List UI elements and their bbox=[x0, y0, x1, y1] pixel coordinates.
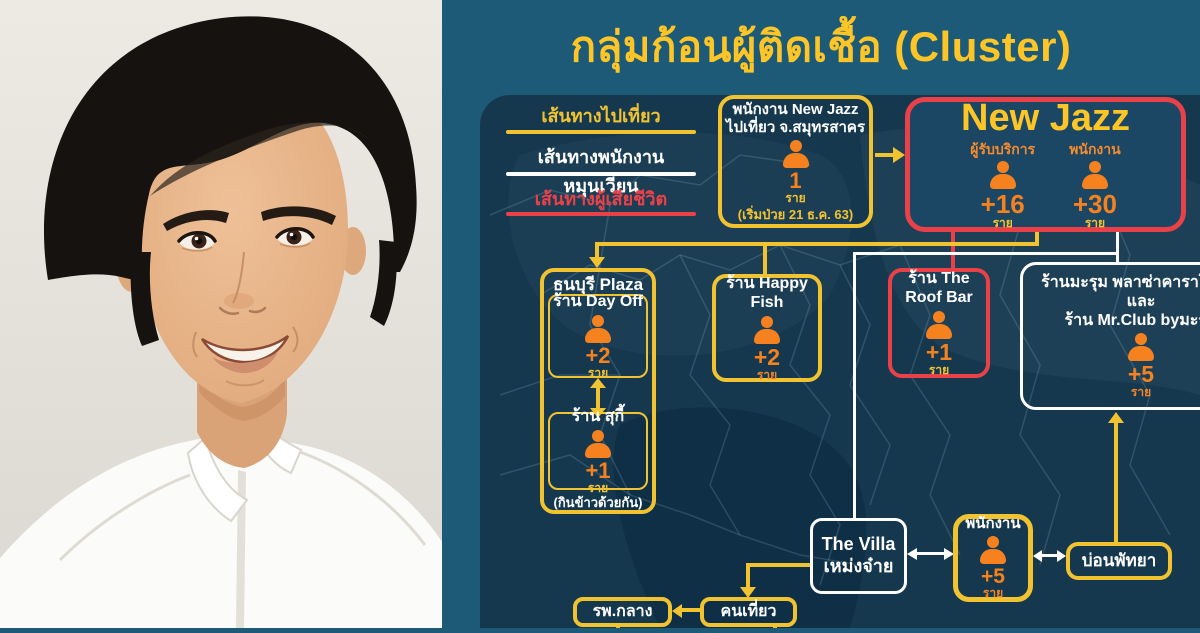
arrowhead-right-icon bbox=[944, 548, 954, 560]
legend-staff-rotation-route-bar bbox=[506, 172, 696, 176]
employees-count: +5 bbox=[981, 565, 1005, 589]
connector-villa-to-partygoer-v bbox=[746, 563, 750, 589]
the-villa-line2: เหม่งจ๋าย bbox=[823, 556, 894, 576]
person-icon bbox=[585, 314, 611, 343]
connector-employees-pattaya bbox=[1041, 554, 1059, 557]
new-jazz-staff-group: พนักงาน +30 ราย bbox=[1069, 141, 1121, 230]
connector-yellow-to-thonburi bbox=[595, 244, 599, 258]
marum-count: +5 bbox=[1127, 361, 1155, 388]
new-jazz-staff-count: +30 bbox=[1072, 188, 1117, 219]
happy-fish-unit: ราย bbox=[756, 367, 778, 382]
person-icon bbox=[754, 315, 780, 344]
day-off-unit: ราย bbox=[587, 365, 609, 380]
connector-white-to-villa bbox=[853, 252, 856, 518]
person-icon bbox=[1128, 333, 1154, 362]
connector-yellow-to-happyfish bbox=[763, 244, 767, 274]
person-icon bbox=[980, 536, 1006, 565]
person-icon bbox=[926, 310, 952, 339]
connector-newjazz-yellow-drop bbox=[1035, 230, 1039, 246]
node-new-jazz: New Jazz ผู้รับบริการ +16 ราย พนักงาน +3… bbox=[905, 97, 1186, 232]
connector-newjazz-to-marum-white bbox=[1116, 230, 1119, 262]
connector-newjazz-to-roofbar-red bbox=[951, 230, 955, 268]
marum-line1: ร้านมะรุม พลาซ่าคาราโอเกะ bbox=[1041, 273, 1200, 291]
node-index-case: พนักงาน New Jazz ไปเที่ยว จ.สมุทรสาคร 1 … bbox=[718, 95, 873, 228]
arrowhead-up-icon bbox=[590, 378, 606, 388]
new-jazz-groups: ผู้รับบริการ +16 ราย พนักงาน +30 ราย bbox=[970, 141, 1120, 230]
node-hospital: รพ.กลาง bbox=[573, 597, 672, 627]
new-jazz-customers-label: ผู้รับบริการ bbox=[970, 140, 1036, 157]
pattaya-den-name: บ่อนพัทยา bbox=[1081, 550, 1157, 570]
person-icon bbox=[782, 139, 809, 168]
connector-white-horizontal bbox=[853, 252, 1119, 255]
arrowhead-left-icon bbox=[672, 604, 682, 618]
index-case-line2: ไปเที่ยว จ.สมุทรสาคร bbox=[725, 118, 866, 136]
connector-yellow-horizontal bbox=[595, 242, 1039, 246]
suki-name: ร้าน สุกี้ bbox=[571, 408, 625, 426]
partygoer-name: คนเที่ยว bbox=[720, 603, 777, 621]
legend-staff-rotation-route: เส้นทางพนักงานหมุนเวียน bbox=[537, 147, 665, 196]
person-icon bbox=[989, 160, 1016, 189]
index-case-count: 1 bbox=[789, 167, 802, 193]
arrowhead-right-icon bbox=[1057, 550, 1066, 562]
marum-unit: ราย bbox=[1130, 385, 1152, 400]
legend-death-route-bar bbox=[506, 212, 696, 216]
node-pattaya-den: บ่อนพัทยา bbox=[1066, 542, 1172, 580]
marum-line2: และ bbox=[1126, 292, 1156, 310]
new-jazz-customers-count: +16 bbox=[980, 188, 1025, 219]
roof-bar-unit: ราย bbox=[928, 362, 950, 377]
employees-unit: ราย bbox=[982, 586, 1004, 601]
person-icon bbox=[585, 429, 611, 458]
marum-line3: ร้าน Mr.Club byมะรุม bbox=[1064, 312, 1200, 329]
day-off-name: ร้าน Day Off bbox=[553, 293, 643, 311]
portrait-illustration bbox=[0, 0, 442, 628]
index-case-note: (เริ่มป่วย 21 ธ.ค. 63) bbox=[737, 206, 854, 222]
arrowhead-left-icon bbox=[907, 548, 917, 560]
connector-partygoer-to-hospital bbox=[681, 608, 700, 612]
new-jazz-staff-unit: ราย bbox=[1084, 215, 1106, 230]
new-jazz-staff-label: พนักงาน bbox=[1069, 140, 1121, 157]
connector-dayoff-suki bbox=[596, 388, 600, 408]
the-villa-line1: The Villa bbox=[821, 534, 896, 555]
thonburi-plaza-title: ธนบุรี Plaza bbox=[552, 275, 644, 294]
arrowhead-down-icon bbox=[589, 257, 605, 268]
suki-count: +1 bbox=[585, 457, 611, 483]
node-thonburi-plaza: ธนบุรี Plaza bbox=[540, 268, 656, 514]
node-happy-fish: ร้าน Happy Fish +2 ราย bbox=[712, 274, 822, 382]
connector-villa-employees bbox=[916, 552, 946, 555]
page-title: กลุ่มก้อนผู้ติดเชื้อ (Cluster) bbox=[570, 23, 1072, 70]
connector-index-to-newjazz bbox=[875, 153, 895, 157]
node-roof-bar: ร้าน The Roof Bar +1 ราย bbox=[888, 268, 990, 378]
index-case-unit: ราย bbox=[785, 190, 806, 205]
node-employees: พนักงาน +5 ราย bbox=[953, 514, 1033, 602]
thonburi-plaza-note: (กินข้าวด้วยกัน) bbox=[553, 495, 643, 510]
roof-bar-count: +1 bbox=[925, 338, 953, 365]
arrowhead-left-icon bbox=[1033, 550, 1042, 562]
happy-fish-count: +2 bbox=[753, 343, 781, 370]
happy-fish-name: ร้าน Happy Fish bbox=[726, 275, 808, 312]
connector-villa-to-partygoer-h bbox=[746, 563, 810, 567]
arrowhead-right-icon bbox=[893, 147, 905, 163]
employees-title: พนักงาน bbox=[965, 515, 1021, 533]
legend-travel-route-bar bbox=[506, 130, 696, 134]
day-off-count: +2 bbox=[585, 342, 611, 368]
connector-pattaya-to-marum bbox=[1114, 422, 1118, 542]
arrowhead-up-icon bbox=[1108, 412, 1124, 423]
new-jazz-customers-group: ผู้รับบริการ +16 ราย bbox=[970, 141, 1035, 230]
node-partygoer: คนเที่ยว bbox=[700, 597, 797, 627]
legend-travel-route: เส้นทางไปเที่ยว bbox=[541, 106, 661, 126]
person-icon bbox=[1081, 160, 1108, 189]
node-suki-shop: ร้าน สุกี้ +1 ราย bbox=[548, 408, 648, 494]
node-marum-club: ร้านมะรุม พลาซ่าคาราโอเกะ และ ร้าน Mr.Cl… bbox=[1020, 262, 1200, 410]
hospital-name: รพ.กลาง bbox=[592, 603, 653, 621]
legend-death-route: เส้นทางผู้เสียชีวิต bbox=[534, 189, 668, 209]
new-jazz-customers-unit: ราย bbox=[992, 215, 1013, 230]
new-jazz-title: New Jazz bbox=[961, 97, 1130, 140]
node-the-villa: The Villa เหม่งจ๋าย bbox=[810, 518, 907, 594]
roof-bar-name: ร้าน The Roof Bar bbox=[905, 270, 973, 307]
portrait-photo bbox=[0, 0, 442, 628]
arrowhead-down-icon bbox=[740, 587, 756, 598]
index-case-line1: พนักงาน New Jazz bbox=[732, 100, 859, 118]
suki-unit: ราย bbox=[587, 480, 609, 495]
node-day-off-shop: ร้าน Day Off +2 ราย bbox=[548, 293, 648, 380]
